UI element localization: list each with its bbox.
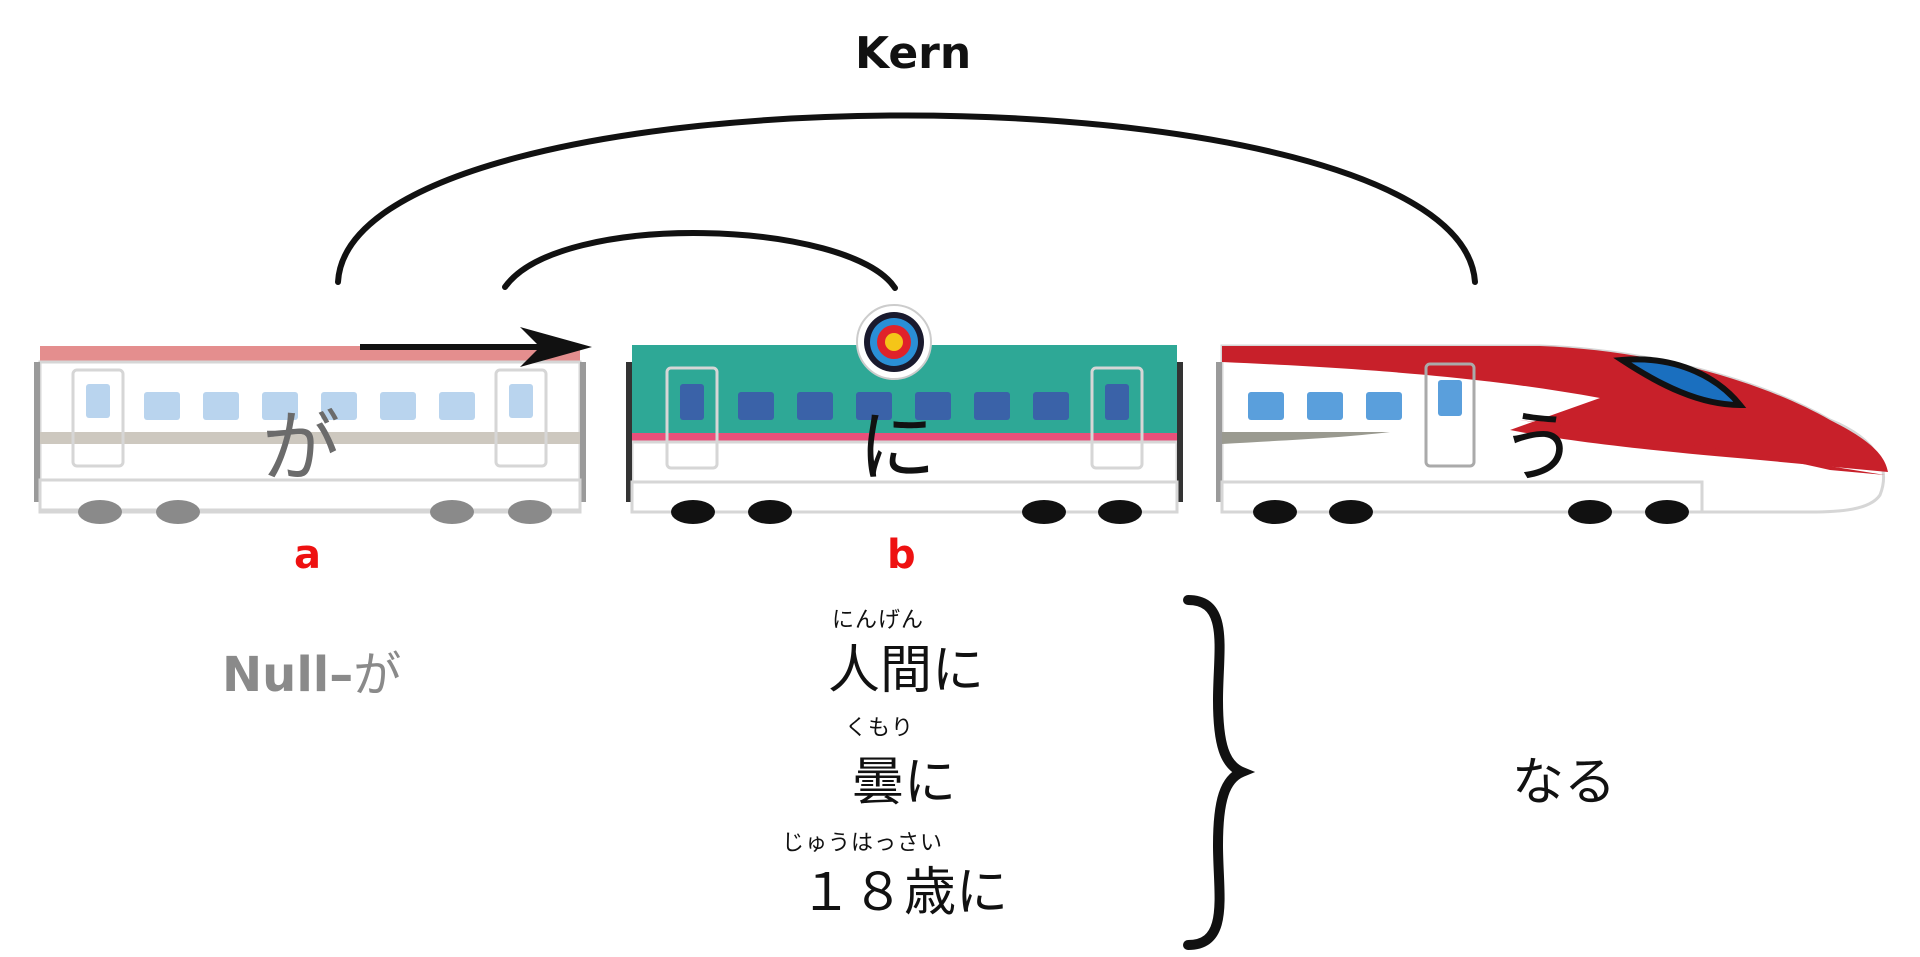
- null-particle: が: [353, 647, 402, 703]
- train-head-car: [1216, 344, 1888, 524]
- train-car-b: [626, 345, 1183, 524]
- option-3-word: １８歳に: [800, 863, 1009, 923]
- marker-b: b: [887, 532, 916, 578]
- car-a-kana: が: [262, 403, 341, 493]
- grouping-brace: [1183, 595, 1256, 950]
- a-to-b-dependency-arc: [502, 230, 898, 291]
- kern-label: Kern: [855, 28, 972, 79]
- direction-arrow: [360, 327, 592, 367]
- car-b-kana: に: [858, 403, 937, 493]
- kern-dependency-arc: [335, 112, 1478, 285]
- option-1-word: 人間に: [828, 641, 985, 701]
- option-1-furigana: にんげん: [832, 608, 925, 633]
- null-ga-label: Null–が: [222, 635, 401, 705]
- marker-a: a: [294, 532, 321, 578]
- result-verb: なる: [1512, 753, 1617, 813]
- train-car-a: [34, 346, 586, 524]
- option-3-furigana: じゅうはっさい: [782, 831, 944, 856]
- option-2-furigana: くもり: [845, 716, 915, 741]
- option-2-word: 曇に: [852, 753, 957, 813]
- target-icon: [856, 304, 932, 380]
- null-prefix: Null–: [222, 647, 354, 703]
- head-car-kana: う: [1500, 403, 1579, 493]
